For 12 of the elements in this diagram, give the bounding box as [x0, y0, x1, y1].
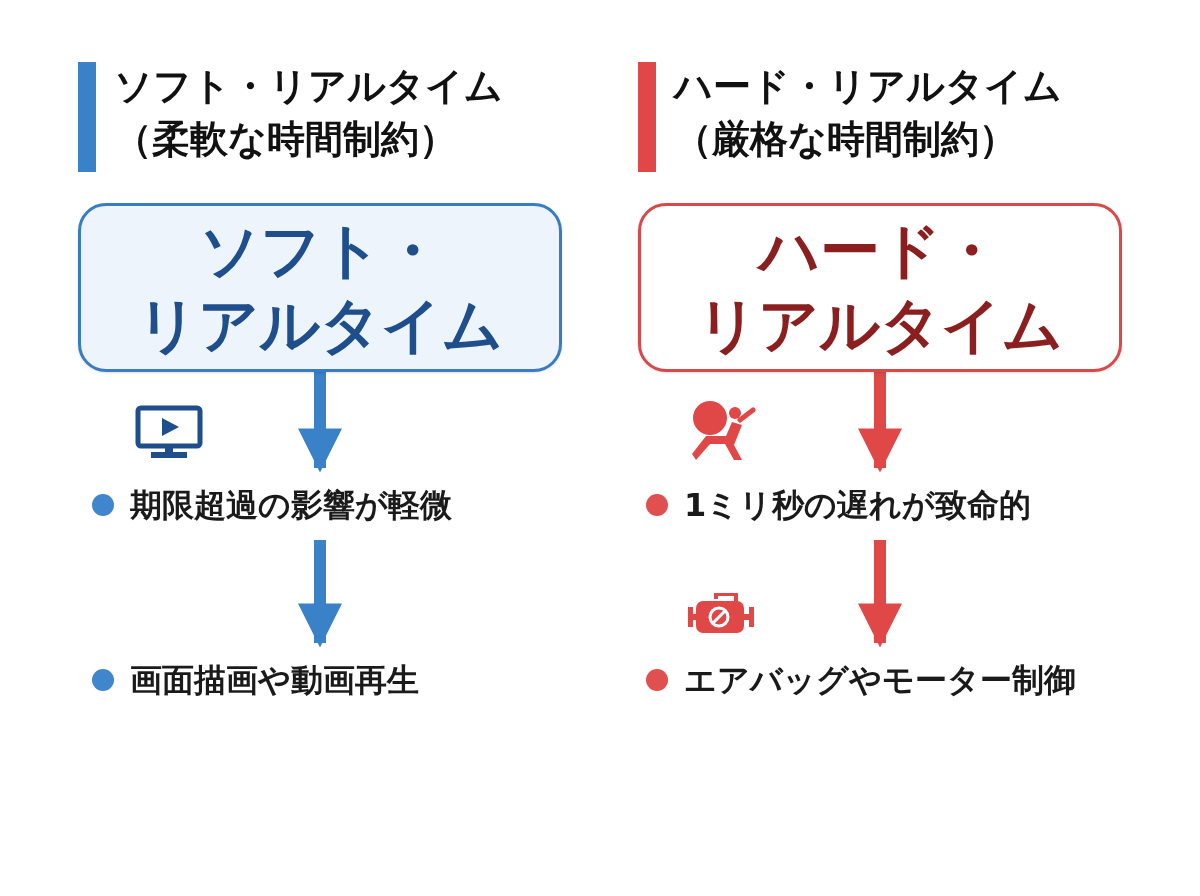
category-box: ハード・リアルタイム — [638, 203, 1122, 372]
category-box: ソフト・リアルタイム — [78, 203, 562, 372]
column-heading: ソフト・リアルタイム（柔軟な時間制約） — [114, 63, 503, 164]
down-arrow — [858, 372, 902, 473]
bullet-text: 1ミリ秒の遅れが致命的 — [684, 485, 1032, 526]
column-heading: ハード・リアルタイム（厳格な時間制約） — [674, 63, 1062, 164]
down-arrow — [298, 540, 342, 648]
bullet-text: エアバッグやモーター制御 — [684, 660, 1076, 701]
bullet-text: 期限超過の影響が軽微 — [130, 485, 452, 526]
down-arrow — [858, 540, 902, 648]
down-arrow — [298, 372, 342, 473]
bullet-text: 画面描画や動画再生 — [130, 660, 419, 701]
